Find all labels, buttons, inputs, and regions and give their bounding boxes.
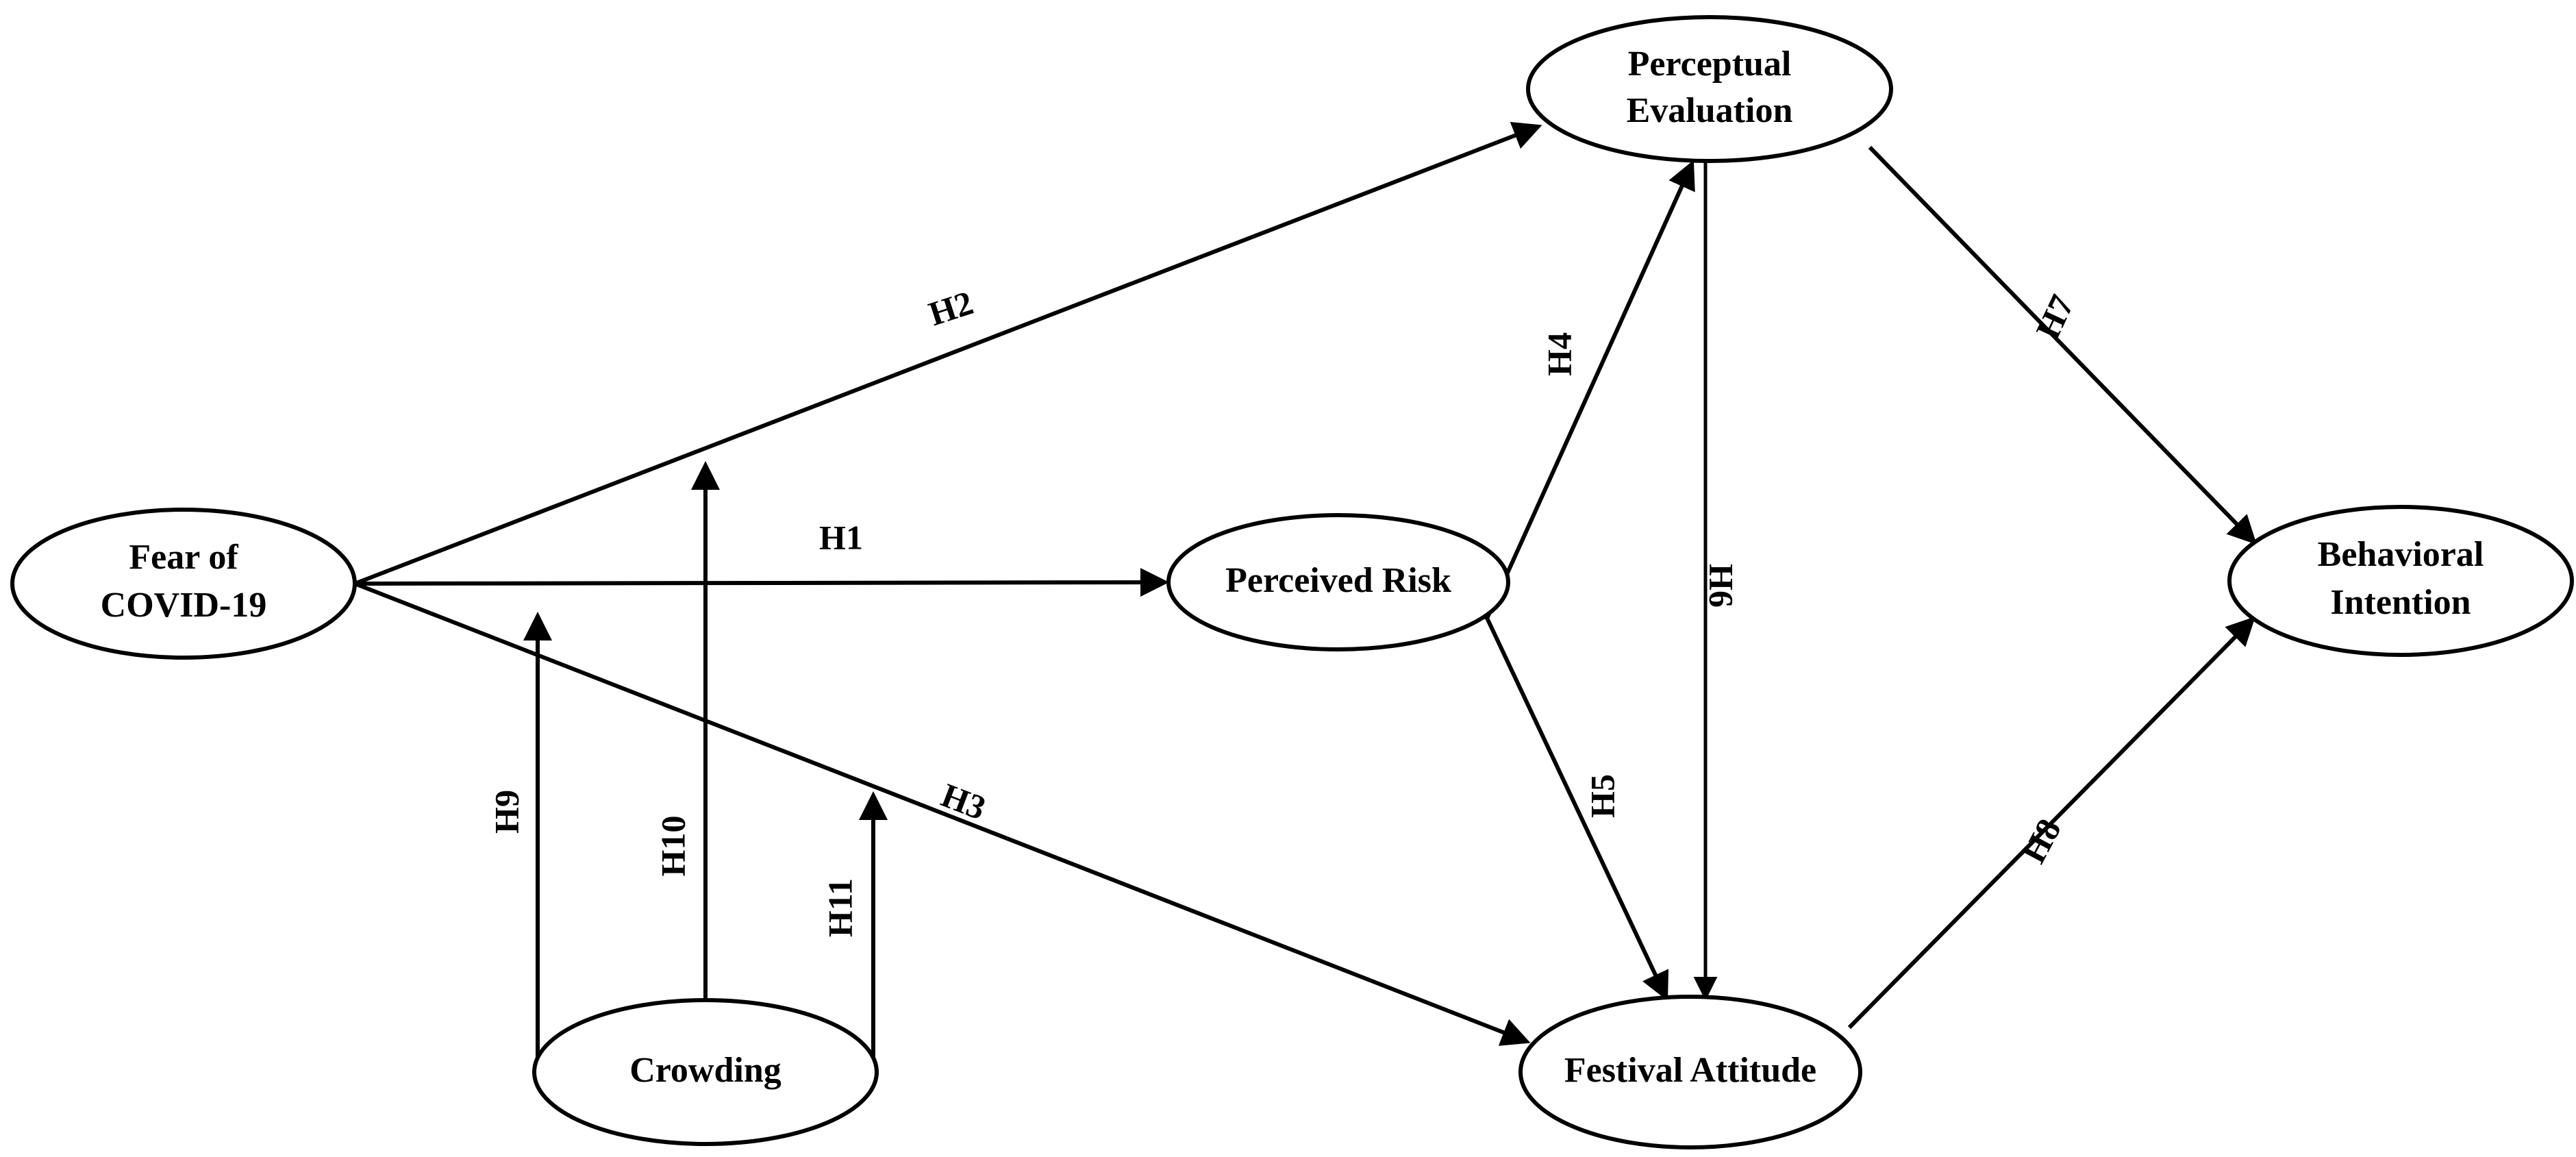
node-perceptual-evaluation-ellipse [1526,15,1893,163]
path-h4-line [1484,160,1695,621]
hypothesis-label-h4: H4 [1540,332,1578,376]
hypothesis-label-h7: H7 [2028,289,2081,345]
hypothesis-label-h1: H1 [819,518,863,556]
path-h5-line [1484,615,1669,1002]
node-behavioral-intention-ellipse [2227,505,2574,657]
path-h1-line [354,568,1169,597]
node-crowding-ellipse [532,998,879,1146]
node-fear-of-covid-19[interactable]: Fear of COVID-19 [10,508,357,660]
node-festival-attitude-label: Festival Attitude [1564,1051,1816,1090]
node-fear-ellipse [10,508,357,660]
path-lines-group [353,122,2257,1074]
nodes-group: Fear of COVID-19 Perceptual Evaluation P… [10,15,2574,1149]
hypothesis-label-h3: H3 [936,775,991,827]
hypothesis-label-h5: H5 [1583,774,1621,818]
node-festival-attitude-ellipse [1518,995,1862,1149]
hypothesis-label-h6: H6 [1703,564,1741,608]
hypothesis-label-h11: H11 [821,878,859,937]
path-h8-line [1847,617,2255,1030]
path-h7-line [1868,145,2257,545]
node-perceptual-evaluation-label-line1: Perceptual [1628,45,1792,84]
node-behavioral-intention-label-line2: Intention [2330,583,2471,622]
hypothesis-label-h8: H8 [2014,812,2068,869]
node-behavioral-intention-label-line1: Behavioral [2318,535,2484,574]
node-crowding[interactable]: Crowding [532,998,879,1146]
hypothesis-label-h9: H9 [487,790,525,834]
node-fear-label-line1: Fear of [129,538,238,577]
node-perceptual-evaluation[interactable]: Perceptual Evaluation [1526,15,1893,163]
node-behavioral-intention[interactable]: Behavioral Intention [2227,505,2574,657]
node-perceived-risk-ellipse [1166,513,1510,651]
node-perceptual-evaluation-label-line2: Evaluation [1627,91,1793,130]
node-perceived-risk-label: Perceived Risk [1225,561,1451,600]
hypothesis-label-h2: H2 [924,283,977,333]
path-h3-line [353,582,1531,1046]
node-crowding-label: Crowding [629,1051,781,1090]
hypothesis-label-h10: H10 [653,816,692,877]
node-perceived-risk[interactable]: Perceived Risk [1166,513,1510,651]
node-fear-label-line2: COVID-19 [101,586,267,625]
path-h2-line [353,122,1542,586]
node-festival-attitude[interactable]: Festival Attitude [1518,995,1862,1149]
